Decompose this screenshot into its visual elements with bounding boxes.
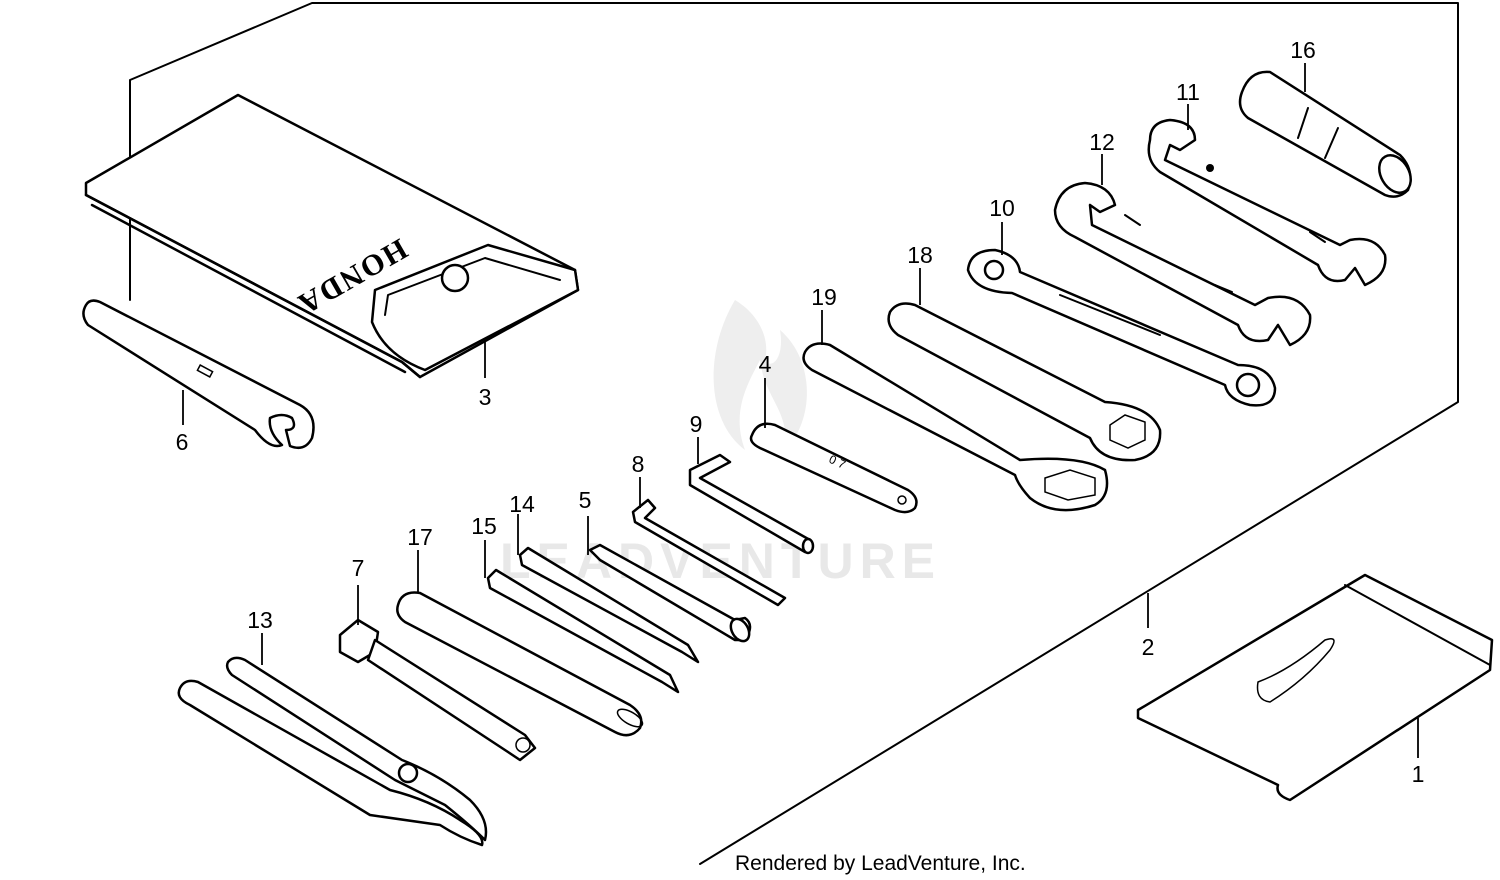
leader-lines (182, 63, 1419, 758)
pliers-part-13 (177, 656, 488, 847)
callout-9: 9 (690, 411, 703, 437)
footer-credit: Rendered by LeadVenture, Inc. (735, 852, 1026, 875)
callout-13: 13 (247, 607, 273, 633)
callout-8: 8 (632, 451, 645, 477)
tool-bag-part-1 (1136, 573, 1494, 802)
screwdriver-part-15 (486, 568, 680, 694)
callout-11: 11 (1176, 79, 1200, 105)
open-wrench-part-11 (1147, 118, 1387, 287)
screwdriver-grip-part-17 (396, 591, 644, 737)
extension-bar-part-7 (338, 618, 537, 762)
callout-12: 12 (1089, 129, 1115, 155)
callout-2: 2 (1142, 634, 1155, 660)
callout-15: 15 (471, 513, 497, 539)
callout-16: 16 (1290, 37, 1316, 63)
ring-wrench-part-19 (802, 342, 1109, 512)
tool-pouch-part-3: HONDA (84, 93, 580, 379)
box-wrench-part-10 (966, 248, 1277, 407)
callout-5: 5 (579, 487, 592, 513)
callout-1: 1 (1412, 761, 1425, 787)
callout-6: 6 (176, 429, 189, 455)
hook-wrench-part-6 (82, 299, 315, 449)
open-wrench-part-12 (1053, 181, 1312, 347)
callout-3: 3 (479, 384, 492, 410)
hex-key-part-8 (631, 498, 787, 607)
callout-10: 10 (989, 195, 1015, 221)
hex-key-part-9 (688, 453, 815, 555)
callout-7: 7 (352, 555, 365, 581)
callout-17: 17 (407, 524, 433, 550)
callouts: 1 2 3 4 5 6 7 8 9 10 11 12 13 14 15 16 1… (176, 37, 1425, 787)
watermark: LEADVENTURE (500, 300, 935, 589)
screwdriver-handle-part-5 (588, 543, 752, 643)
callout-14: 14 (509, 491, 535, 517)
callout-18: 18 (907, 242, 933, 268)
socket-wrench-part-16 (1238, 70, 1412, 198)
gauge-stamp: 0 7 (827, 452, 848, 472)
screwdriver-part-14 (518, 546, 700, 664)
callout-19: 19 (811, 284, 837, 310)
ring-wrench-part-18 (887, 302, 1162, 462)
gauge-plate-part-4: 0 7 (749, 422, 918, 514)
callout-4: 4 (759, 351, 772, 377)
